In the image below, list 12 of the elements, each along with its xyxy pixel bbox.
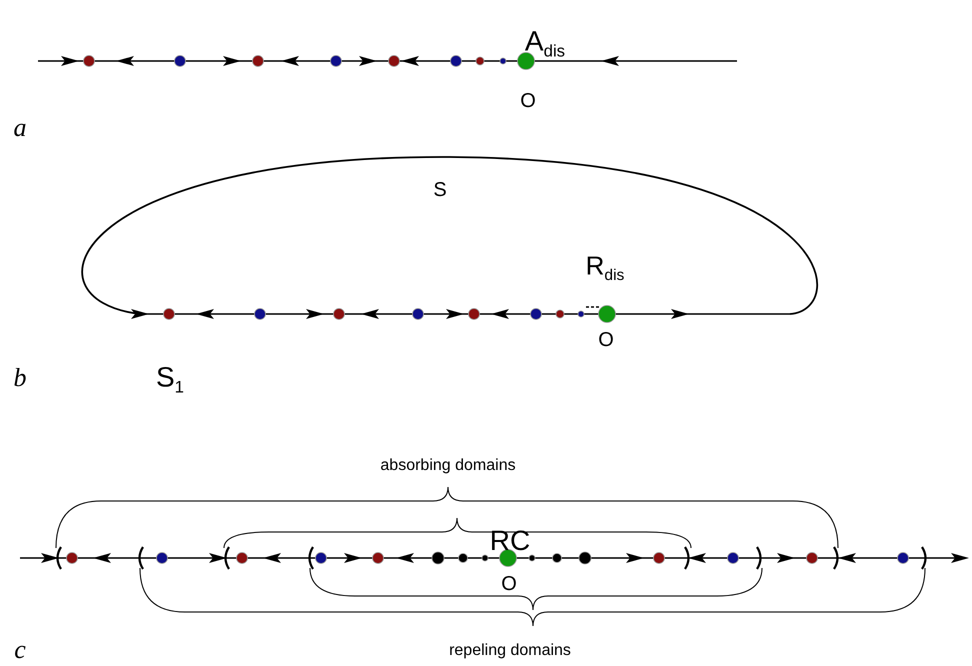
brace-label: repeling domains [449, 643, 571, 659]
curve-label: S [433, 180, 447, 200]
panel-letter: a [14, 115, 26, 141]
point-label: O [598, 330, 614, 350]
axis-label: A$_{dis}$ [524, 28, 566, 60]
brace-label: absorbing domains [380, 458, 516, 474]
point-label: S$_{1}$ [156, 364, 184, 396]
axis-label: R$_{dis}$ [586, 252, 624, 284]
panel-letter: c [14, 637, 26, 663]
panel-letter: b [14, 365, 26, 391]
point-label: O [520, 91, 536, 111]
point-label: O [501, 574, 517, 594]
